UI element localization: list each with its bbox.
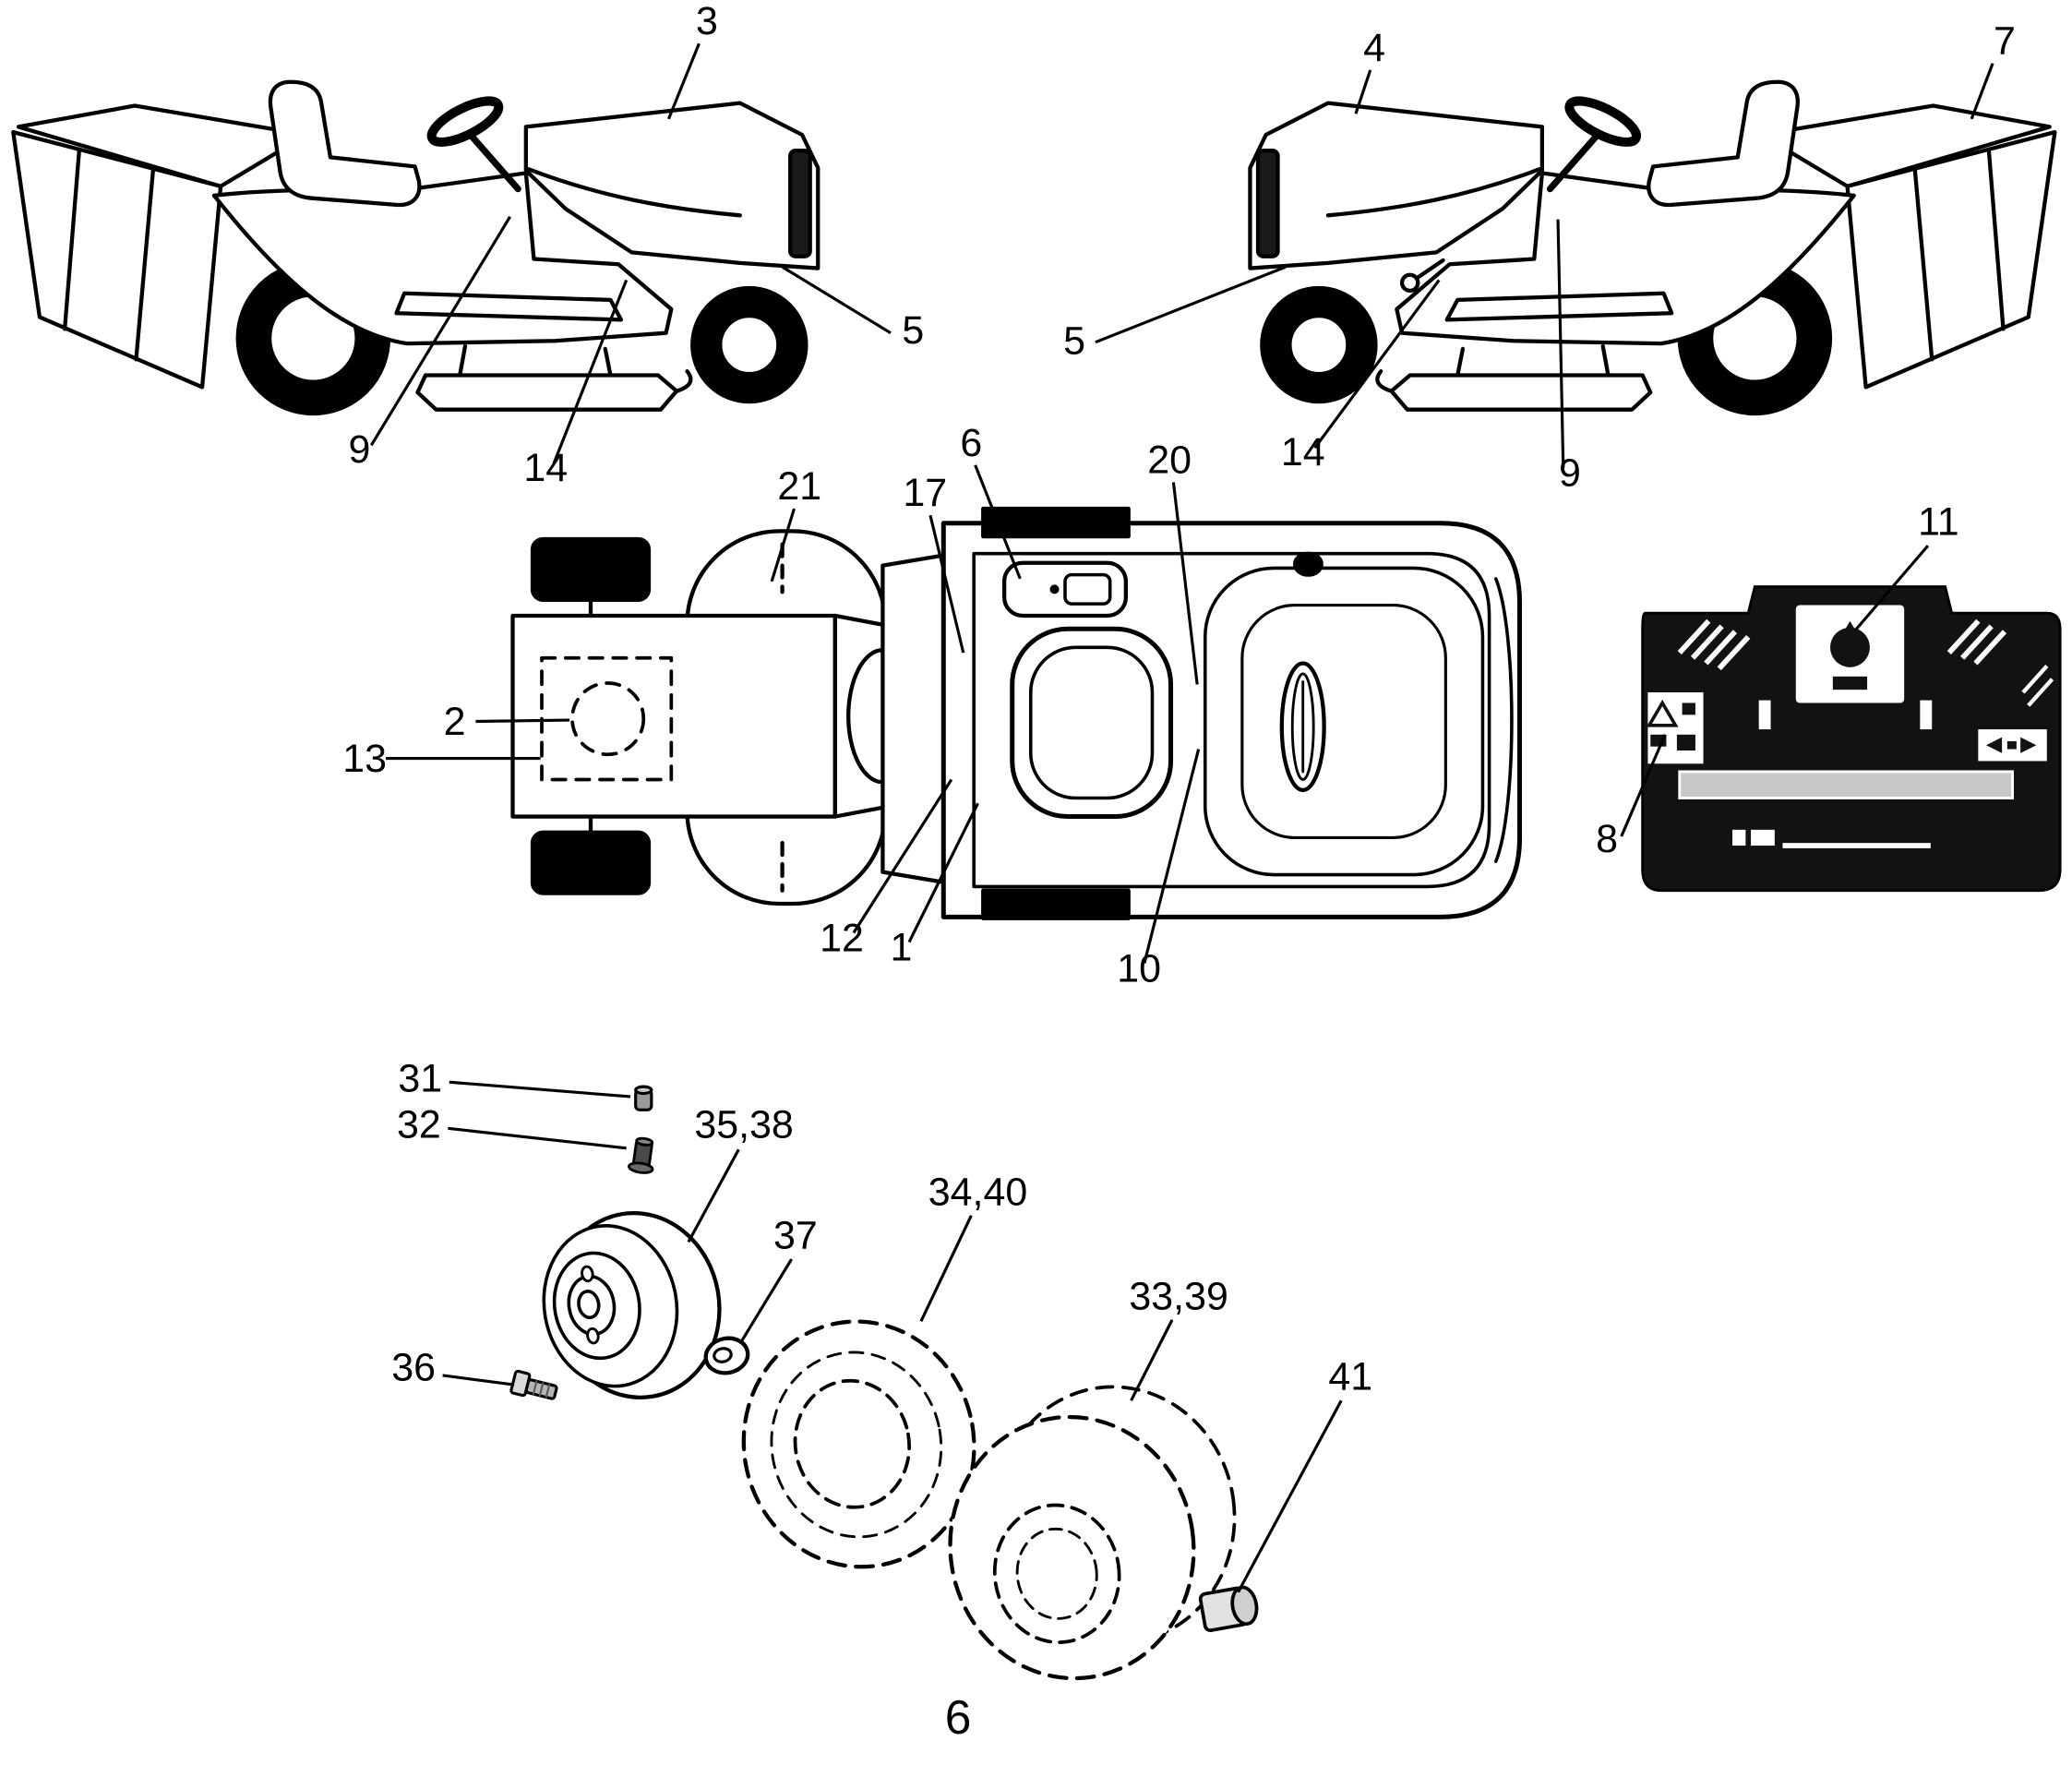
callout-bolt: 36 (391, 1346, 515, 1390)
callout-label: 10 (1117, 946, 1161, 991)
panel-slot-left (1758, 700, 1771, 730)
callout-label: 8 (1596, 817, 1618, 861)
callout-label: 41 (1328, 1355, 1372, 1399)
callout-label: 33,39 (1129, 1274, 1228, 1318)
callout-label: 34,40 (928, 1170, 1027, 1214)
callout-bearing: 37 (738, 1214, 818, 1345)
callout-label: 9 (1559, 451, 1581, 496)
bearing-part (703, 1336, 750, 1375)
body-inner-outline (972, 551, 1491, 889)
callout-hood-top: 21 (770, 464, 821, 582)
front-tire-part (741, 1319, 976, 1569)
callout-axle-cap: 41 (1237, 1355, 1372, 1593)
callout-label: 35,38 (694, 1102, 793, 1147)
icons-decal (1978, 729, 2047, 762)
callout-label: 20 (1147, 438, 1192, 482)
callout-label: 12 (820, 917, 864, 961)
callout-label: 32 (397, 1102, 441, 1147)
callout-label: 37 (773, 1214, 818, 1258)
page-number: 6 (945, 1690, 972, 1744)
rear-tire-part (948, 1385, 1237, 1681)
wheel-exploded-view (509, 1085, 1259, 1681)
warning-decal (1646, 692, 1704, 764)
deck-lift-lever (1399, 258, 1445, 294)
callout-label: 9 (348, 427, 370, 472)
rim-part (542, 1210, 722, 1399)
hatch-top-left (1677, 618, 1751, 671)
callout-label: 3 (696, 0, 718, 43)
deck-hidden-decal-outline (540, 655, 674, 782)
callout-label: 21 (777, 464, 821, 509)
rear-panel-silhouette (1641, 585, 2062, 893)
callout-side-panel-right: 5 (1063, 265, 1287, 364)
callout-label: 7 (1994, 19, 2016, 64)
rear-panel-decal-view (1641, 585, 2062, 893)
callout-footrest-right: 14 (1281, 279, 1441, 474)
callout-deck-hidden-decal: 13 (342, 737, 541, 781)
seat-outline (1203, 566, 1485, 877)
axle-cap-part (1198, 1585, 1259, 1633)
bolt-part (509, 1369, 558, 1400)
callout-fender-inner: 10 (1117, 749, 1201, 991)
callout-label: 5 (1063, 319, 1085, 364)
hatch-right-mid (2021, 664, 2054, 707)
callout-body-side-left: 9 (348, 215, 512, 472)
callout-label: 14 (1281, 430, 1325, 474)
callout-valve-cap: 31 (398, 1056, 631, 1100)
front-wheel-top (530, 536, 652, 602)
callout-label: 1 (891, 926, 913, 970)
top-view (510, 506, 1523, 920)
callout-console-left: 12 (820, 778, 953, 961)
callout-footrest-left: 14 (523, 279, 629, 490)
callout-bagger-right: 7 (1970, 19, 2016, 120)
callout-center-decal: 11 (1853, 500, 1959, 631)
deck-round-decal-outline (570, 681, 646, 757)
callout-label: 31 (398, 1056, 442, 1100)
callout-label: 5 (902, 308, 924, 353)
rear-wheel-bottom (981, 888, 1131, 920)
steering-wheel-top-view (1010, 626, 1174, 820)
callout-label: 4 (1363, 26, 1385, 70)
callout-label: 13 (342, 737, 387, 781)
callout-label: 6 (960, 421, 982, 465)
callout-hood-right: 4 (1354, 26, 1385, 114)
callout-deck-round-decal: 2 (444, 700, 570, 744)
callout-fender-body: 20 (1147, 438, 1199, 685)
callout-label: 14 (523, 446, 568, 490)
deck-top-view (510, 613, 838, 819)
callout-label: 11 (1918, 500, 1959, 545)
tractor-right-illustration (1250, 82, 2054, 414)
callout-label: 36 (391, 1346, 436, 1390)
callout-label: 2 (444, 700, 466, 744)
callout-warning-decal: 8 (1596, 734, 1667, 861)
tractor-side-right-view (1250, 82, 2054, 414)
callout-hood-left: 3 (667, 0, 718, 120)
valve-cap-part (634, 1085, 653, 1111)
callout-console-top: 17 (903, 471, 965, 654)
panel-bottom-bar (1678, 770, 2015, 799)
panel-slot-right (1920, 700, 1933, 730)
console (880, 553, 949, 885)
callout-body-side-right: 9 (1556, 219, 1581, 496)
callout-side-panel-left: 5 (781, 265, 924, 353)
callout-rear-tire: 33,39 (1129, 1274, 1228, 1401)
panel-bottom-label (1732, 829, 1931, 848)
front-wheel-bottom (530, 830, 652, 895)
rear-wheel-top (981, 506, 1131, 539)
engine-decal (1795, 605, 1905, 703)
hatch-top-right (1946, 618, 2007, 666)
tractor-left-illustration (13, 82, 818, 414)
callout-label: 17 (903, 471, 947, 515)
callout-valve-stem: 32 (397, 1102, 627, 1150)
callouts: 3 9 14 5 4 7 5 14 (342, 0, 2016, 1593)
valve-stem-part (628, 1136, 654, 1174)
fuel-cap (1292, 551, 1323, 577)
callout-front-tire: 34,40 (919, 1170, 1027, 1322)
callout-console-center: 1 (891, 802, 979, 970)
callout-rim: 35,38 (687, 1102, 794, 1243)
callout-dash-decal: 6 (960, 421, 1022, 580)
tractor-side-left-view (13, 82, 818, 414)
